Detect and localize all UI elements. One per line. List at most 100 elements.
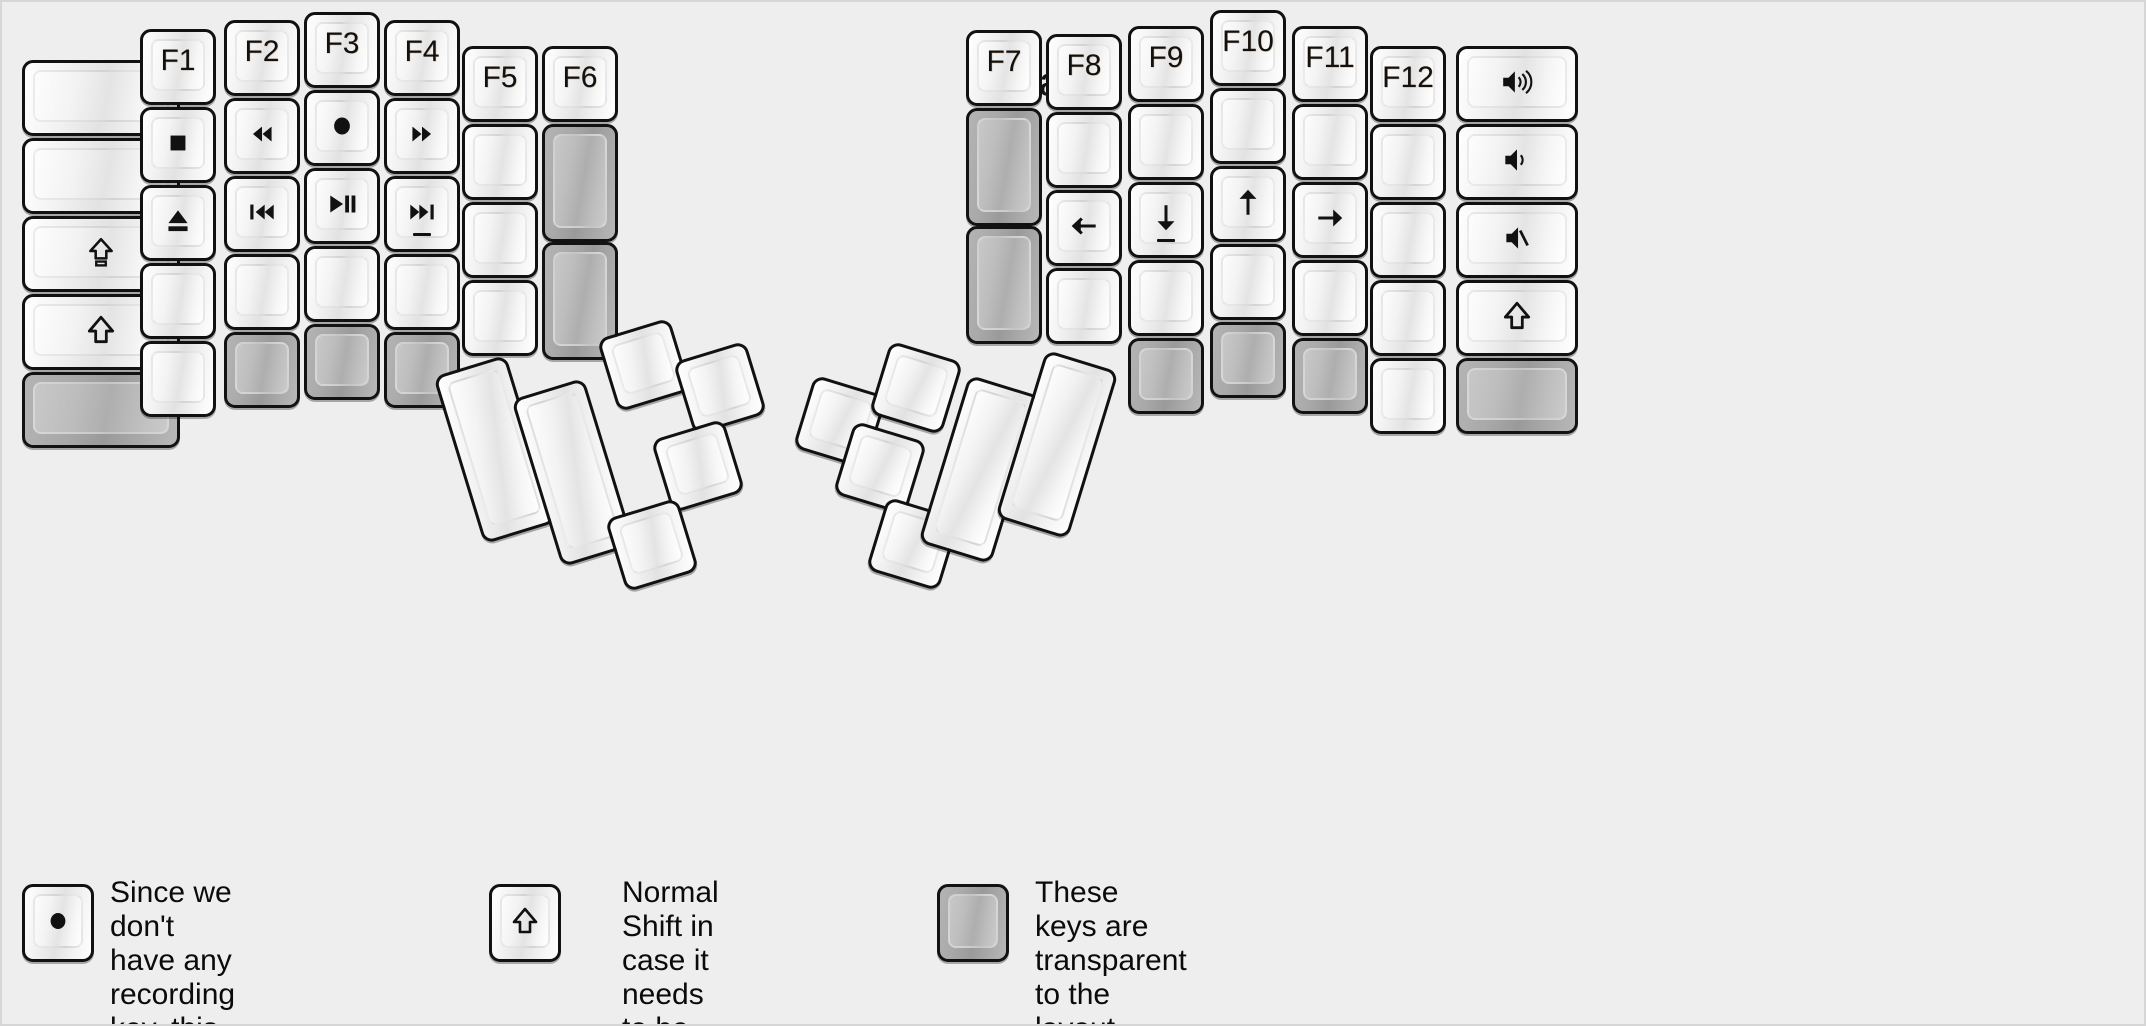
keycap-face	[395, 264, 449, 316]
key-left-col-ring-r0[interactable]: F2	[224, 20, 300, 96]
key-right-col-inner-r2[interactable]	[966, 226, 1042, 344]
keycap-face	[473, 134, 527, 186]
key-left-col-innermost-r1[interactable]	[542, 124, 618, 242]
key-right-col-ring-r2[interactable]	[1210, 166, 1286, 242]
key-left-col-pinky-r0[interactable]: F1	[140, 29, 216, 105]
key-left-col-middle-r4[interactable]	[304, 324, 380, 400]
key-left-col-middle-r2[interactable]	[304, 168, 380, 244]
key-left-col-inner-r3[interactable]	[462, 280, 538, 356]
key-left-col-index-r1[interactable]	[384, 98, 460, 174]
key-left-col-inner-r2[interactable]	[462, 202, 538, 278]
key-left-col-middle-r1[interactable]	[304, 90, 380, 166]
key-right-col-index-r1[interactable]	[1046, 112, 1122, 188]
key-left-col-innermost-r0[interactable]: F6	[542, 46, 618, 122]
key-right-col-pinky-r2[interactable]	[1292, 182, 1368, 258]
key-left-col-pinky-r4[interactable]	[140, 341, 216, 417]
key-right-col-middle-r3[interactable]	[1128, 260, 1204, 336]
keycap-face	[553, 252, 607, 346]
keycap-face	[1057, 278, 1111, 330]
key-left-thumb-1u-mid[interactable]	[650, 418, 746, 514]
key-right-col-outermost-r4[interactable]	[1456, 358, 1578, 434]
key-left-col-ring-r2[interactable]	[224, 176, 300, 252]
key-right-col-ring-r4[interactable]	[1210, 322, 1286, 398]
key-right-col-pinky-r0[interactable]: F11	[1292, 26, 1368, 102]
keycap-face	[1139, 114, 1193, 166]
key-right-col-outermost-r3[interactable]	[1456, 280, 1578, 356]
keycap-face	[1467, 134, 1567, 186]
keycap-face	[151, 117, 205, 169]
keycap-face	[553, 134, 607, 228]
key-label: F4	[404, 35, 440, 68]
key-right-col-pinky-r4[interactable]	[1292, 338, 1368, 414]
key-right-col-pinky-outer-r4[interactable]	[1370, 358, 1446, 434]
key-right-col-pinky-outer-r0[interactable]: F12	[1370, 46, 1446, 122]
key-left-col-pinky-r1[interactable]	[140, 107, 216, 183]
key-label: F8	[1066, 49, 1102, 82]
keycap-face	[151, 195, 205, 247]
keycap-face	[315, 100, 369, 152]
media-play-pause-icon	[325, 187, 359, 221]
key-left-col-inner-r1[interactable]	[462, 124, 538, 200]
key-right-col-inner-r1[interactable]	[966, 108, 1042, 226]
arrow-right-icon	[1313, 201, 1347, 235]
key-left-col-inner-r0[interactable]: F5	[462, 46, 538, 122]
keycap-face	[1139, 348, 1193, 400]
key-right-col-inner-r0[interactable]: F7	[966, 30, 1042, 106]
record-dot-icon	[325, 109, 359, 143]
keycap-face	[847, 433, 915, 499]
key-left-col-ring-r3[interactable]	[224, 254, 300, 330]
key-right-col-middle-r2[interactable]	[1128, 182, 1204, 258]
keycap-face	[1221, 254, 1275, 306]
key-right-col-ring-r0[interactable]: F10	[1210, 10, 1286, 86]
key-right-col-pinky-outer-r2[interactable]	[1370, 202, 1446, 278]
key-left-col-ring-r4[interactable]	[224, 332, 300, 408]
key-left-col-pinky-r3[interactable]	[140, 263, 216, 339]
key-right-col-middle-r4[interactable]	[1128, 338, 1204, 414]
key-left-col-pinky-r2[interactable]	[140, 185, 216, 261]
key-left-col-middle-r0[interactable]: F3	[304, 12, 380, 88]
keycap-face	[1139, 192, 1193, 244]
key-right-col-outermost-r1[interactable]	[1456, 124, 1578, 200]
keycap-face	[1139, 270, 1193, 322]
key-right-col-pinky-outer-r1[interactable]	[1370, 124, 1446, 200]
key-right-col-pinky-outer-r3[interactable]	[1370, 280, 1446, 356]
key-right-col-outermost-r2[interactable]	[1456, 202, 1578, 278]
key-right-col-ring-r3[interactable]	[1210, 244, 1286, 320]
keycap-face: F3	[315, 22, 369, 74]
keycap-face	[1381, 212, 1435, 264]
media-next-track-icon	[405, 195, 439, 229]
keycap-face	[1303, 114, 1357, 166]
keycap-face	[1057, 200, 1111, 252]
key-right-col-pinky-r3[interactable]	[1292, 260, 1368, 336]
key-right-thumb-1u-top-right[interactable]	[868, 340, 964, 436]
key-right-col-ring-r1[interactable]	[1210, 88, 1286, 164]
keycap-face	[235, 186, 289, 238]
volume-up-icon	[1500, 65, 1534, 99]
key-label: F1	[160, 44, 196, 77]
keycap-face: F1	[151, 39, 205, 91]
key-left-col-middle-r3[interactable]	[304, 246, 380, 322]
keycap-face	[235, 108, 289, 160]
key-left-col-index-r0[interactable]: F4	[384, 20, 460, 96]
key-left-col-index-r3[interactable]	[384, 254, 460, 330]
keycap-face	[977, 236, 1031, 330]
media-fastforward-icon	[405, 117, 439, 151]
key-right-col-middle-r1[interactable]	[1128, 104, 1204, 180]
key-right-col-middle-r0[interactable]: F9	[1128, 26, 1204, 102]
key-right-col-outermost-r0[interactable]	[1456, 46, 1578, 122]
keycap-face	[395, 108, 449, 160]
key-right-col-index-r0[interactable]: F8	[1046, 34, 1122, 110]
key-label: F10	[1222, 25, 1274, 58]
key-right-col-index-r2[interactable]	[1046, 190, 1122, 266]
keycap-face	[235, 342, 289, 394]
key-left-col-index-r2[interactable]	[384, 176, 460, 252]
key-right-col-pinky-r1[interactable]	[1292, 104, 1368, 180]
media-prev-track-icon	[245, 195, 279, 229]
key-left-col-innermost-r2[interactable]	[542, 242, 618, 360]
keycap-face	[1381, 290, 1435, 342]
key-left-col-ring-r1[interactable]	[224, 98, 300, 174]
legend-key-record-dot-icon	[22, 884, 94, 962]
keycap-face: F4	[395, 30, 449, 82]
key-right-col-index-r3[interactable]	[1046, 268, 1122, 344]
